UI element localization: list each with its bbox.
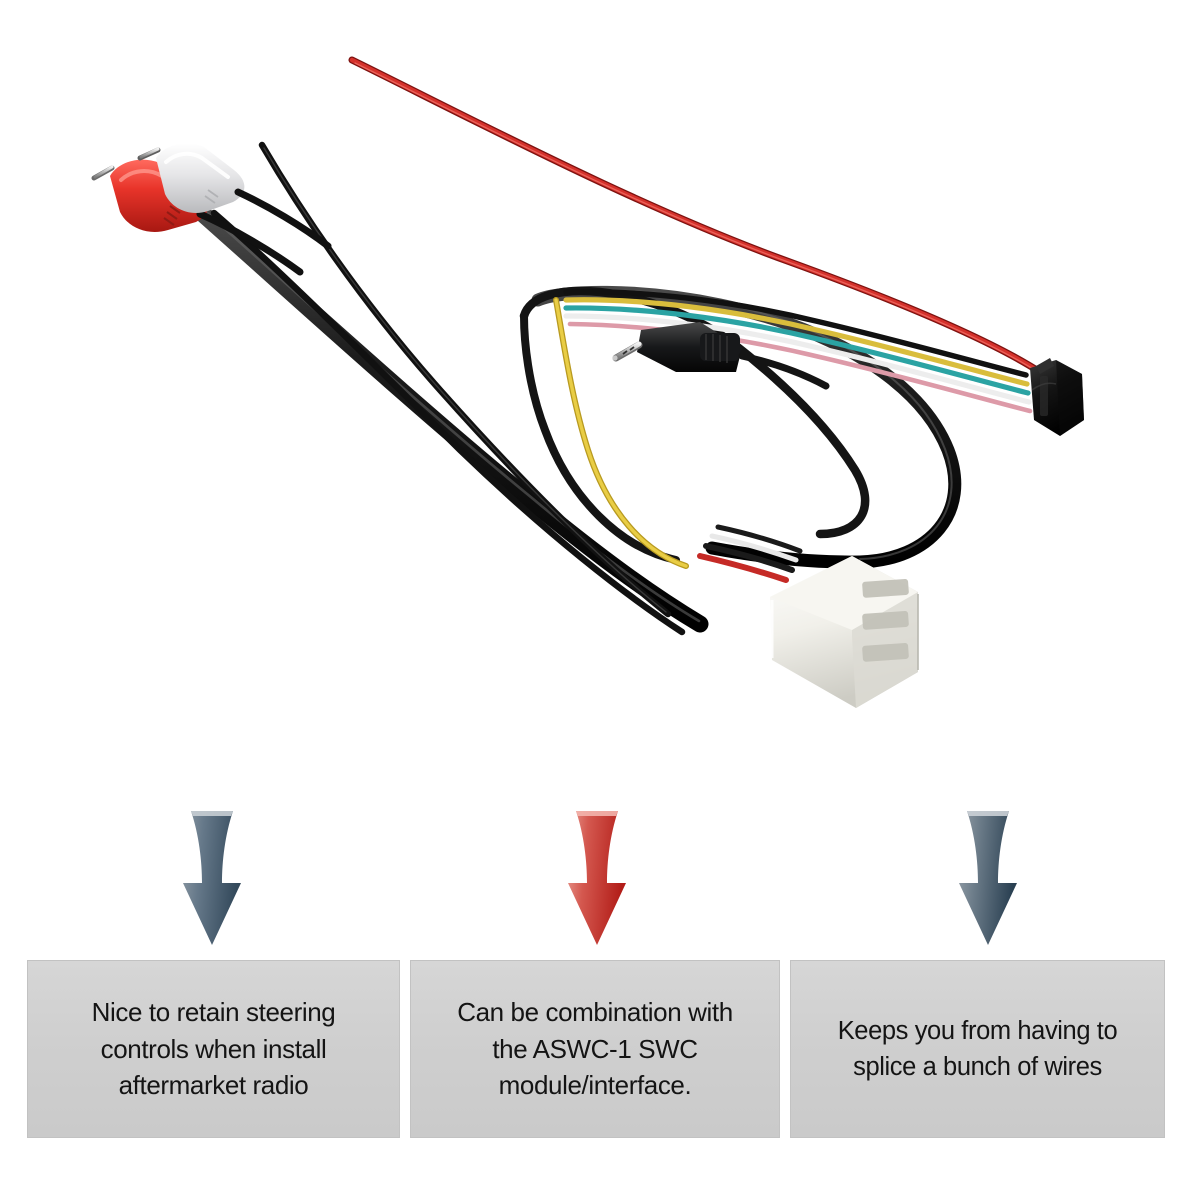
arrow-right	[959, 811, 1017, 945]
callout-aswc-compatibility: Can be combination with the ASWC-1 SWC m…	[410, 960, 780, 1138]
yellow-wire	[553, 297, 689, 569]
ribbon-wire-bundle	[563, 289, 1033, 414]
main-black-cable-sheath	[194, 205, 709, 633]
rca-plug-white	[137, 143, 332, 250]
black-signal-wire-b	[210, 209, 686, 636]
callout-steering-controls-text: Nice to retain steering controls when in…	[91, 996, 336, 1101]
wiring-harness-illustration	[91, 56, 1084, 708]
rca-plug-red	[91, 159, 304, 276]
callout-no-splicing-text: Keeps you from having to splice a bunch …	[837, 1016, 1118, 1081]
molex-connector-white	[770, 556, 919, 708]
molex-input-wires	[697, 524, 803, 583]
connector-black	[1030, 358, 1084, 436]
red-power-wire	[348, 56, 1044, 376]
callout-row: Nice to retain steering controls when in…	[0, 960, 1200, 1140]
arrow-row	[0, 805, 1200, 955]
arrow-left	[183, 811, 241, 945]
product-photo	[91, 56, 1084, 708]
callout-steering-controls: Nice to retain steering controls when in…	[27, 960, 400, 1138]
arrow-center	[568, 811, 626, 945]
aux-jack-3-5mm	[612, 322, 830, 390]
black-signal-wire-a	[258, 141, 672, 618]
callout-no-splicing: Keeps you from having to splice a bunch …	[790, 960, 1165, 1138]
callout-aswc-compatibility-text: Can be combination with the ASWC-1 SWC m…	[457, 996, 733, 1101]
